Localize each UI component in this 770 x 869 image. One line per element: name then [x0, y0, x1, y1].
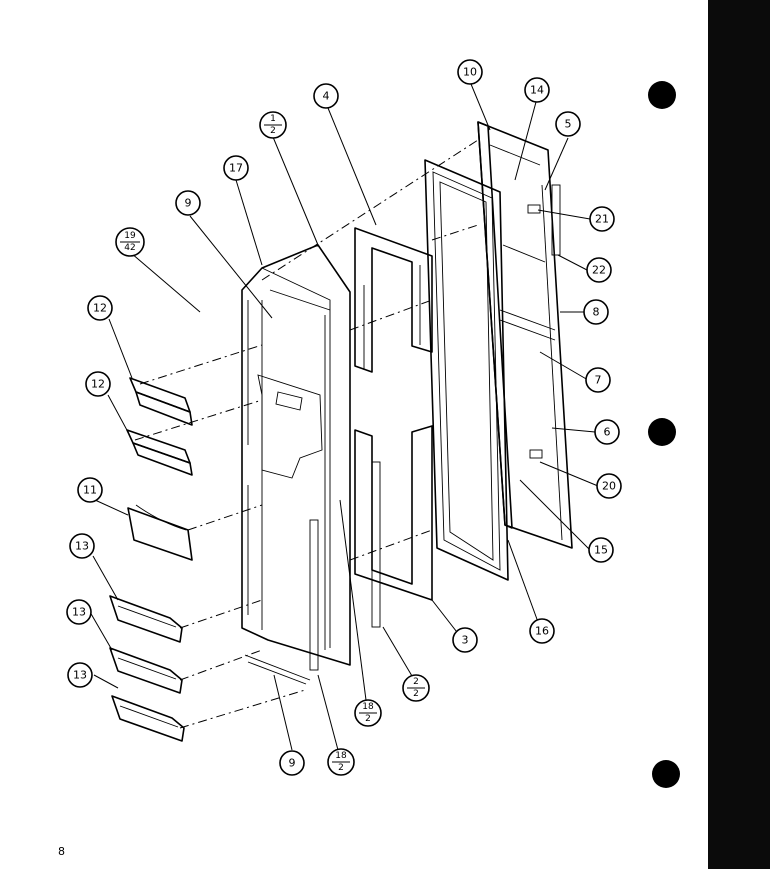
callout-2-2-den: 2: [413, 689, 419, 699]
callout-7-label: 7: [595, 374, 602, 387]
breaker-frame: [354, 227, 433, 628]
callout-15-label: 15: [594, 544, 608, 557]
callout-6: 6: [594, 419, 620, 445]
callout-18-2-lower: 182: [327, 748, 355, 776]
callout-4-label: 4: [323, 90, 330, 103]
page-number: 8: [58, 845, 65, 858]
callout-10: 10: [457, 59, 483, 85]
door-bin-13-c: [111, 695, 185, 742]
callout-13-b: 13: [66, 599, 92, 625]
callout-11: 11: [77, 477, 103, 503]
callout-16-label: 16: [535, 625, 549, 638]
door-shelf-12-bottom: [126, 429, 193, 476]
callout-12-bottom-label: 12: [91, 378, 105, 391]
callout-2-2-num: 2: [413, 677, 419, 687]
inner-door-liner: [241, 244, 351, 685]
callout-19-42-den: 42: [124, 243, 135, 253]
callout-22-label: 22: [592, 264, 606, 277]
callout-12-top: 12: [87, 295, 113, 321]
callout-10-label: 10: [463, 66, 477, 79]
door-shelf-12-top: [129, 377, 193, 426]
callout-18-2-upper-den: 2: [365, 714, 371, 724]
callout-14-label: 14: [530, 84, 544, 97]
callout-1-2-num: 1: [270, 114, 276, 124]
callout-14: 14: [524, 77, 550, 103]
callout-13-b-label: 13: [72, 606, 86, 619]
callout-21-label: 21: [595, 213, 609, 226]
callout-9-top-label: 9: [185, 197, 192, 210]
callout-1-2: 12: [259, 111, 287, 139]
callout-19-42-num: 19: [124, 231, 136, 241]
scan-dark-edge: [708, 0, 770, 869]
callout-21: 21: [589, 206, 615, 232]
callout-20-label: 20: [602, 480, 616, 493]
punch-hole-middle: [648, 418, 676, 446]
leader-lines: [89, 83, 599, 751]
callout-15: 15: [588, 537, 614, 563]
callout-3-label: 3: [462, 634, 469, 647]
callout-8: 8: [583, 299, 609, 325]
callout-9-bottom-label: 9: [289, 757, 296, 770]
callout-18-2-upper: 182: [354, 699, 382, 727]
callout-12-bottom: 12: [85, 371, 111, 397]
callout-6-label: 6: [604, 426, 611, 439]
callout-8-label: 8: [593, 306, 600, 319]
door-bin-13-a: [109, 595, 183, 643]
callout-7: 7: [585, 367, 611, 393]
punch-hole-top: [648, 81, 676, 109]
door-gasket: [424, 159, 509, 581]
callout-4: 4: [313, 83, 339, 109]
callout-16: 16: [529, 618, 555, 644]
callout-18-2-lower-num: 18: [335, 751, 347, 761]
dairy-door-11: [127, 504, 193, 561]
callout-13-c: 13: [67, 662, 93, 688]
callout-12-top-label: 12: [93, 302, 107, 315]
callout-13-c-label: 13: [73, 669, 87, 682]
callout-5-label: 5: [565, 118, 572, 131]
door-bin-13-b: [109, 647, 183, 694]
outer-door-panel: [477, 121, 573, 549]
callout-13-a-label: 13: [75, 540, 89, 553]
callout-5: 5: [555, 111, 581, 137]
callout-22: 22: [586, 257, 612, 283]
callout-2-2: 22: [402, 674, 430, 702]
callout-11-label: 11: [83, 484, 97, 497]
callout-20: 20: [596, 473, 622, 499]
callout-18-2-upper-num: 18: [362, 702, 374, 712]
callout-13-a: 13: [69, 533, 95, 559]
callout-1-2-den: 2: [270, 126, 276, 136]
callout-17-label: 17: [229, 162, 243, 175]
callout-17: 17: [223, 155, 249, 181]
callout-18-2-lower-den: 2: [338, 763, 344, 773]
callout-9-bottom: 9: [279, 750, 305, 776]
punch-hole-bottom: [652, 760, 680, 788]
callout-9-top: 9: [175, 190, 201, 216]
callout-3: 3: [452, 627, 478, 653]
